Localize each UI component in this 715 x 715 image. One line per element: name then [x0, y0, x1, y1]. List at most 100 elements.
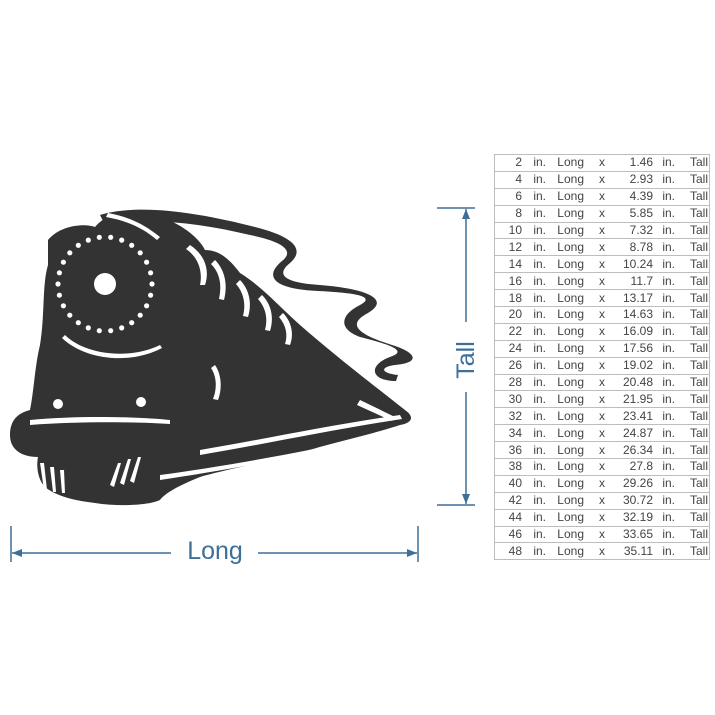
size-tall-value: 20.48	[622, 375, 653, 390]
size-long-value: 30	[508, 391, 522, 406]
size-tall-value: 27.8	[629, 459, 653, 474]
size-long-value: 36	[508, 442, 522, 457]
size-tall-word: Tall	[689, 172, 708, 187]
size-unit-label: in.	[662, 527, 675, 542]
size-tall-value: 11.7	[630, 273, 653, 288]
size-long-word: Long	[557, 172, 584, 187]
size-tall-word: Tall	[689, 425, 708, 440]
size-long-value: 16	[508, 273, 522, 288]
size-separator: x	[599, 408, 605, 423]
size-long-value: 38	[508, 459, 522, 474]
size-long-value: 32	[508, 408, 522, 423]
size-separator: x	[599, 543, 605, 558]
size-separator: x	[599, 527, 605, 542]
size-unit-label: in.	[533, 189, 546, 204]
size-tall-value: 19.02	[622, 358, 653, 373]
size-unit-label: in.	[662, 476, 675, 491]
size-tall-word: Tall	[689, 155, 708, 170]
size-tall-word: Tall	[689, 307, 708, 322]
size-separator: x	[599, 324, 605, 339]
size-long-word: Long	[557, 527, 584, 542]
size-long-value: 28	[508, 375, 522, 390]
size-tall-word: Tall	[689, 341, 708, 356]
size-tall-value: 5.85	[629, 206, 653, 221]
size-unit-label: in.	[533, 307, 546, 322]
size-tall-word: Tall	[689, 476, 708, 491]
size-separator: x	[599, 307, 605, 322]
size-unit-label: in.	[662, 324, 675, 339]
size-long-value: 8	[515, 206, 522, 221]
size-tall-value: 14.63	[622, 307, 653, 322]
size-tall-word: Tall	[689, 543, 708, 558]
size-long-word: Long	[557, 273, 584, 288]
size-long-word: Long	[557, 155, 584, 170]
size-long-word: Long	[557, 341, 584, 356]
size-separator: x	[599, 375, 605, 390]
size-tall-word: Tall	[689, 510, 708, 525]
size-tall-value: 16.09	[622, 324, 653, 339]
size-tall-word: Tall	[689, 223, 708, 237]
size-unit-label: in.	[662, 391, 675, 406]
size-long-word: Long	[557, 459, 584, 474]
size-long-word: Long	[557, 324, 584, 339]
size-unit-label: in.	[662, 375, 675, 390]
size-unit-label: in.	[533, 425, 546, 440]
size-unit-label: in.	[662, 290, 675, 305]
size-long-word: Long	[557, 391, 584, 406]
size-separator: x	[599, 239, 605, 254]
size-unit-label: in.	[662, 442, 675, 457]
size-unit-label: in.	[662, 273, 675, 288]
tall-dimension-label: Tall	[452, 341, 480, 379]
size-unit-label: in.	[533, 206, 546, 221]
size-tall-value: 33.65	[622, 527, 653, 542]
size-tall-word: Tall	[689, 256, 708, 271]
size-long-word: Long	[557, 307, 584, 322]
size-separator: x	[599, 391, 605, 406]
size-tall-value: 35.11	[623, 543, 653, 558]
size-tall-word: Tall	[689, 408, 708, 423]
size-long-value: 4	[515, 172, 522, 187]
size-long-word: Long	[557, 476, 584, 491]
size-separator: x	[599, 493, 605, 508]
size-unit-label: in.	[533, 341, 546, 356]
size-unit-label: in.	[533, 493, 546, 508]
size-separator: x	[599, 425, 605, 440]
size-unit-label: in.	[533, 358, 546, 373]
size-tall-value: 30.72	[622, 493, 653, 508]
size-tall-value: 21.95	[622, 391, 653, 406]
size-separator: x	[599, 223, 605, 237]
train-locomotive-illustration	[10, 209, 413, 506]
size-long-value: 26	[508, 358, 522, 373]
size-long-value: 20	[508, 307, 522, 322]
size-unit-label: in.	[533, 391, 546, 406]
size-tall-value: 4.39	[629, 189, 653, 204]
size-tall-word: Tall	[689, 290, 708, 305]
size-long-value: 40	[508, 476, 522, 491]
size-separator: x	[599, 290, 605, 305]
size-tall-word: Tall	[689, 442, 708, 457]
size-long-value: 10	[508, 223, 522, 237]
size-separator: x	[599, 273, 605, 288]
